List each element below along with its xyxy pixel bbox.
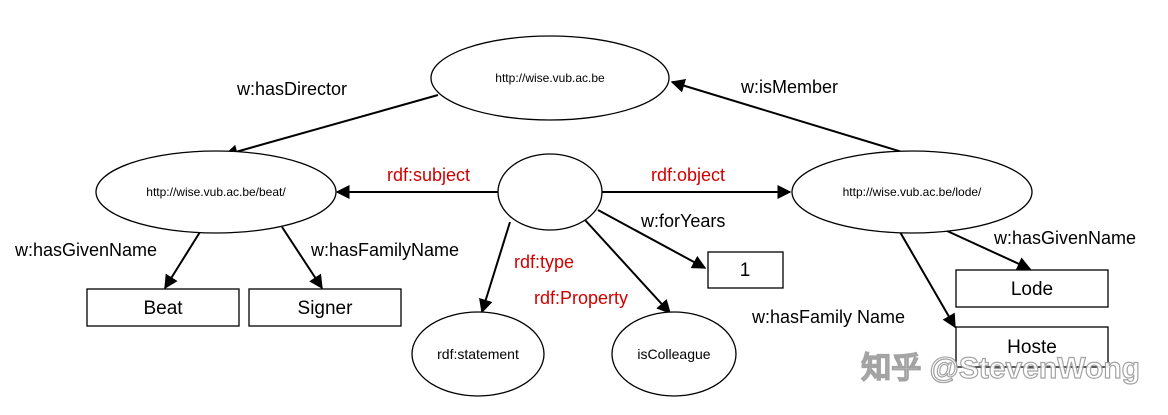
node-is-colleague-label: isColleague xyxy=(637,346,710,362)
label-beat-has-family-name: w:hasFamilyName xyxy=(310,240,459,260)
node-lode: http://wise.vub.ac.be/lode/ xyxy=(791,150,1033,234)
node-beat-label: http://wise.vub.ac.be/beat/ xyxy=(146,185,286,199)
label-beat-has-given-name: w:hasGivenName xyxy=(14,240,157,260)
edge-beat-has-given-name xyxy=(164,231,201,290)
label-lode-has-family-name: w:hasFamily Name xyxy=(751,307,905,327)
label-rdf-type: rdf:type xyxy=(514,252,574,272)
node-wise: http://wise.vub.ac.be xyxy=(430,35,670,121)
edge-rdf-property xyxy=(584,219,671,315)
literal-hoste-label: Hoste xyxy=(1007,337,1057,358)
literal-years-label: 1 xyxy=(740,260,751,281)
literal-lode: Lode xyxy=(955,269,1109,308)
watermark: 知乎 @StevenWong xyxy=(861,352,1140,385)
label-rdf-object: rdf:object xyxy=(651,165,725,185)
node-lode-label: http://wise.vub.ac.be/lode/ xyxy=(843,185,982,199)
label-is-member: w:isMember xyxy=(740,77,838,97)
label-for-years: w:forYears xyxy=(640,211,725,231)
edge-lode-has-given-name xyxy=(944,229,1032,271)
edge-has-director xyxy=(223,94,439,159)
literal-signer: Signer xyxy=(248,288,402,327)
edge-for-years xyxy=(597,209,707,269)
label-lode-has-given-name: w:hasGivenName xyxy=(993,228,1136,248)
node-rdf-statement: rdf:statement xyxy=(411,311,545,397)
literal-hoste: Hoste xyxy=(955,326,1109,368)
edge-lode-has-family-name xyxy=(899,231,956,329)
literal-years: 1 xyxy=(707,251,784,289)
label-rdf-subject: rdf:subject xyxy=(387,165,470,185)
literal-beat: Beat xyxy=(86,288,240,327)
node-beat: http://wise.vub.ac.be/beat/ xyxy=(95,150,337,234)
label-rdf-property: rdf:Property xyxy=(534,288,628,308)
label-has-director: w:hasDirector xyxy=(236,79,347,99)
edge-beat-has-family-name xyxy=(281,226,323,290)
node-wise-label: http://wise.vub.ac.be xyxy=(495,71,605,85)
node-rdf-statement-label: rdf:statement xyxy=(437,346,519,362)
literal-beat-label: Beat xyxy=(143,298,183,319)
edge-rdf-type xyxy=(479,221,511,314)
node-is-colleague: isColleague xyxy=(611,311,737,397)
literal-signer-label: Signer xyxy=(298,298,354,319)
literal-lode-label: Lode xyxy=(1011,279,1053,300)
edge-is-member xyxy=(670,78,913,156)
node-statement xyxy=(497,153,603,231)
